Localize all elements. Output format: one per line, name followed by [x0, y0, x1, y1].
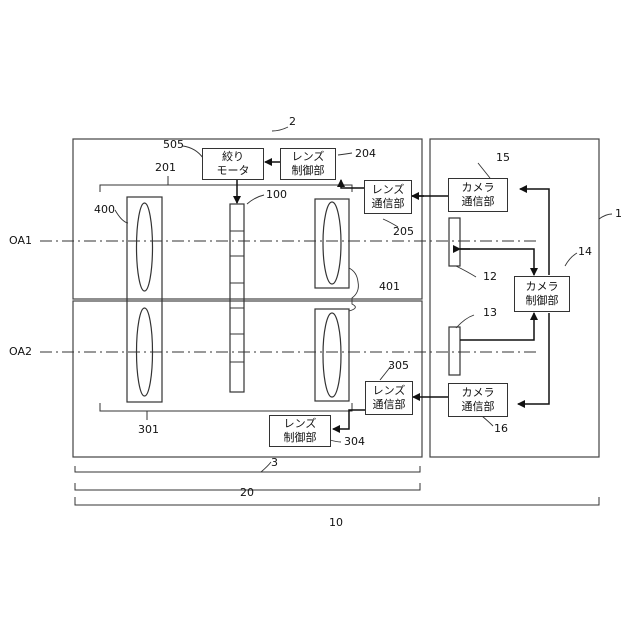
ref-2: 2 — [289, 116, 296, 128]
camera-comm-block-15: カメラ 通信部 — [448, 178, 508, 212]
brace-3 — [75, 466, 420, 472]
axis-label-oa2: OA2 — [9, 346, 32, 358]
ref-15: 15 — [496, 152, 510, 164]
lens-holder-right-lower — [315, 309, 349, 401]
lens-left-upper — [137, 203, 153, 291]
lens-right-upper — [323, 202, 341, 284]
lens-control-block-204: レンズ 制御部 — [280, 148, 336, 180]
ref-301: 301 — [138, 424, 159, 436]
lens-holder-right-upper — [315, 199, 349, 288]
brace-301 — [100, 403, 352, 411]
ref-3: 3 — [271, 457, 278, 469]
ref-1: 1 — [615, 208, 622, 220]
lens-unit-lower-frame — [73, 301, 422, 457]
ref-400: 400 — [94, 204, 115, 216]
ref-12: 12 — [483, 271, 497, 283]
ref-205: 205 — [393, 226, 414, 238]
image-sensor-12 — [449, 218, 460, 266]
ref-305: 305 — [388, 360, 409, 372]
axis-label-oa1: OA1 — [9, 235, 32, 247]
ref-505: 505 — [163, 139, 184, 151]
ref-14: 14 — [578, 246, 592, 258]
image-sensor-13 — [449, 327, 460, 375]
lens-right-lower — [323, 313, 341, 397]
ref-20: 20 — [240, 487, 254, 499]
camera-control-block-14: カメラ 制御部 — [514, 276, 570, 312]
lens-control-block-304: レンズ 制御部 — [269, 415, 331, 447]
diaphragm-motor-block: 絞り モータ — [202, 148, 264, 180]
diaphragm-100 — [230, 204, 244, 392]
lens-comm-block-205: レンズ 通信部 — [364, 180, 412, 214]
ref-13: 13 — [483, 307, 497, 319]
ref-10: 10 — [329, 517, 343, 529]
ref-304: 304 — [344, 436, 365, 448]
brace-10 — [75, 497, 599, 505]
lens-comm-block-305: レンズ 通信部 — [365, 381, 413, 415]
brace-201 — [100, 185, 352, 192]
camera-comm-block-16: カメラ 通信部 — [448, 383, 508, 417]
ref-100: 100 — [266, 189, 287, 201]
ref-16: 16 — [494, 423, 508, 435]
ref-401: 401 — [379, 281, 400, 293]
ref-204: 204 — [355, 148, 376, 160]
ref-201: 201 — [155, 162, 176, 174]
